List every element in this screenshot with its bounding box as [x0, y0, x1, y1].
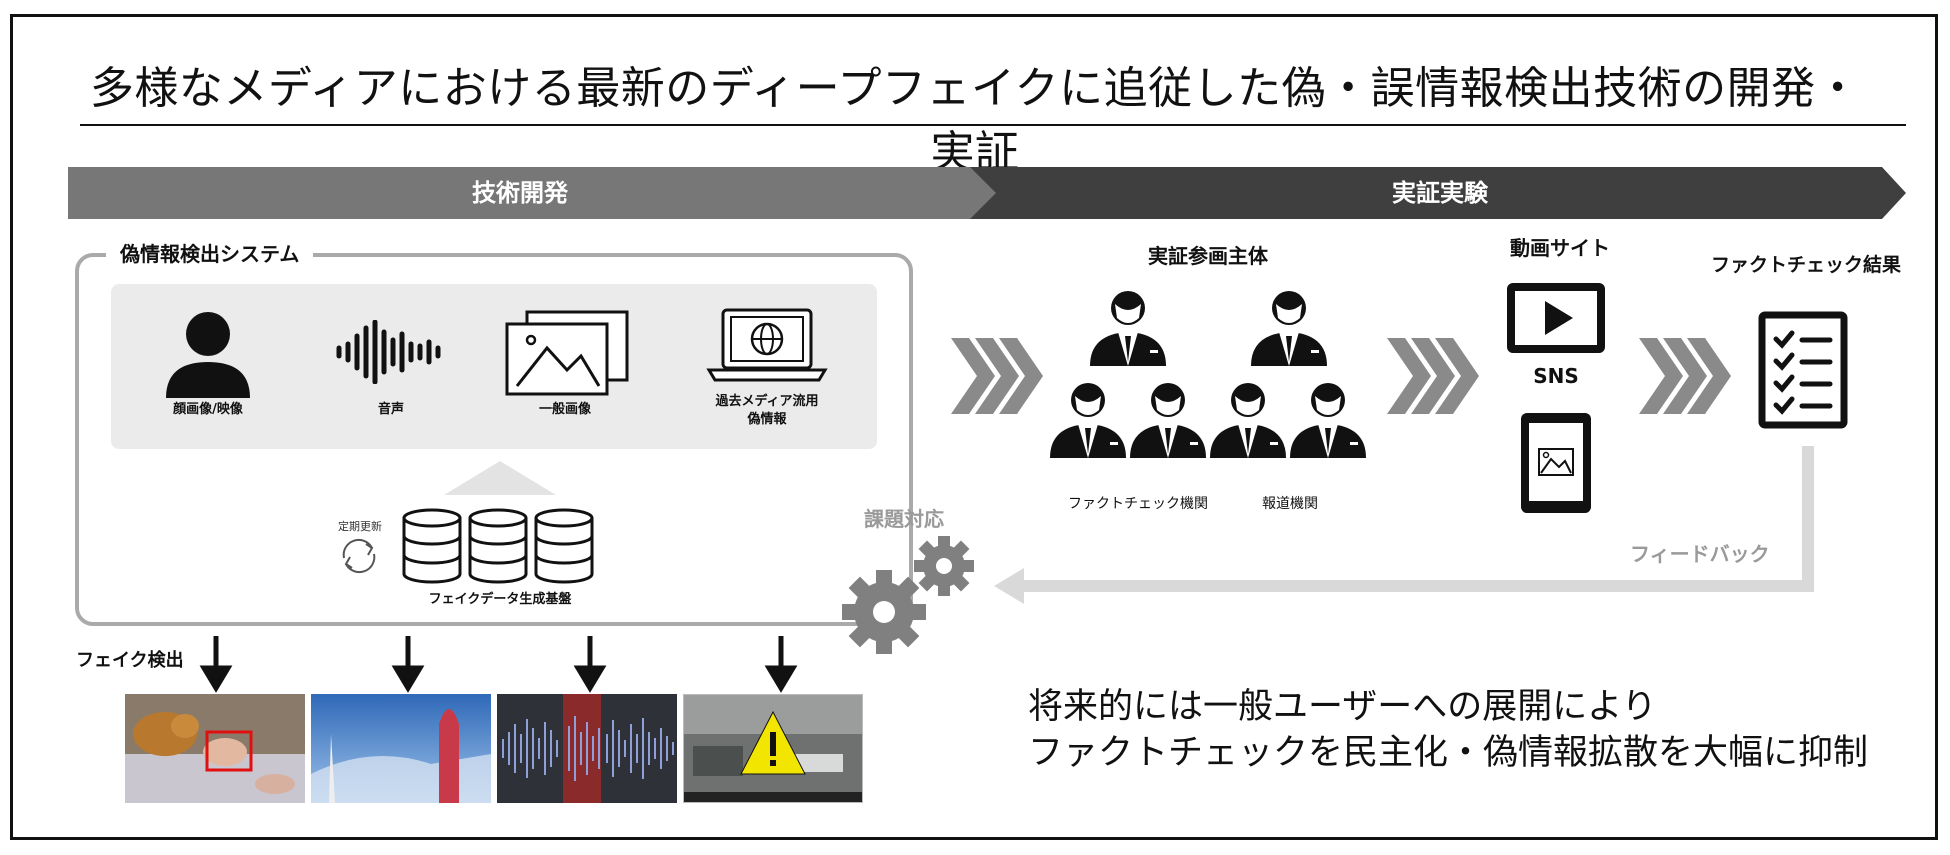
participants-title: 実証参画主体: [1148, 244, 1268, 268]
media-label-image: 一般画像: [538, 402, 591, 417]
detection-system-box: [75, 253, 913, 626]
demonstration-band-label: 実証実験: [1392, 179, 1488, 207]
factcheck-orgs-label: ファクトチェック機関: [1068, 496, 1208, 512]
video-sites-title: 動画サイト: [1510, 236, 1610, 260]
media-label-face: 顔画像/映像: [173, 402, 243, 417]
chevron-right-icon-group-2: [1387, 338, 1479, 414]
feedback-label: フィードバック: [1630, 542, 1770, 566]
chevron-right-icon-group-1: [951, 338, 1043, 414]
gear-icons: [842, 536, 974, 654]
fake-detection-label: フェイク検出: [76, 650, 184, 671]
conclusion-line-2: ファクトチェックを民主化・偽情報拡散を大幅に抑制: [1028, 733, 1869, 773]
sns-label: SNS: [1533, 364, 1579, 388]
chevron-right-icon-group-3: [1639, 338, 1731, 414]
laptop-globe-icon: [706, 308, 828, 382]
image-icon: [505, 310, 629, 396]
demonstration-band: [970, 167, 1906, 219]
database-icon-3: [534, 508, 594, 584]
gear-icon-large: [842, 570, 926, 654]
slide-frame: [10, 14, 1938, 840]
media-label-reused-line2: 偽情報: [747, 412, 787, 427]
database-label: フェイクデータ生成基盤: [428, 592, 572, 607]
video-play-icon: [1507, 283, 1605, 353]
upward-triangle: [444, 461, 556, 495]
database-icon-1: [402, 508, 462, 584]
face-detection-thumbnail: [125, 694, 305, 803]
title-divider: [80, 124, 1906, 126]
general-image-thumbnail: [311, 694, 491, 803]
database-icon-2: [468, 508, 528, 584]
development-band: [68, 167, 998, 219]
factcheck-results-label: ファクトチェック結果: [1710, 254, 1901, 276]
media-label-reused-media: 過去メディア流用 偽情報: [695, 393, 839, 429]
audio-thumbnail: [497, 694, 677, 803]
reused-media-thumbnail: [683, 694, 863, 803]
media-label-audio: 音声: [377, 402, 404, 417]
conclusion-line-1: 将来的には一般ユーザーへの展開により: [1028, 687, 1657, 727]
checklist-icon: [1758, 311, 1848, 429]
tablet-icon: [1521, 413, 1591, 513]
issue-response-label: 課題対応: [864, 507, 944, 531]
media-label-reused-line1: 過去メディア流用: [715, 394, 819, 409]
development-band-label: 技術開発: [472, 179, 568, 207]
detection-system-label: 偽情報検出システム: [106, 238, 314, 267]
periodic-update-label: 定期更新: [338, 520, 382, 533]
database-icons: [402, 508, 594, 584]
gear-icon-small: [914, 536, 974, 596]
person-icon: [166, 312, 250, 398]
news-orgs-label: 報道機関: [1262, 496, 1318, 512]
refresh-icon: [342, 538, 376, 574]
waveform-icon: [336, 320, 441, 384]
